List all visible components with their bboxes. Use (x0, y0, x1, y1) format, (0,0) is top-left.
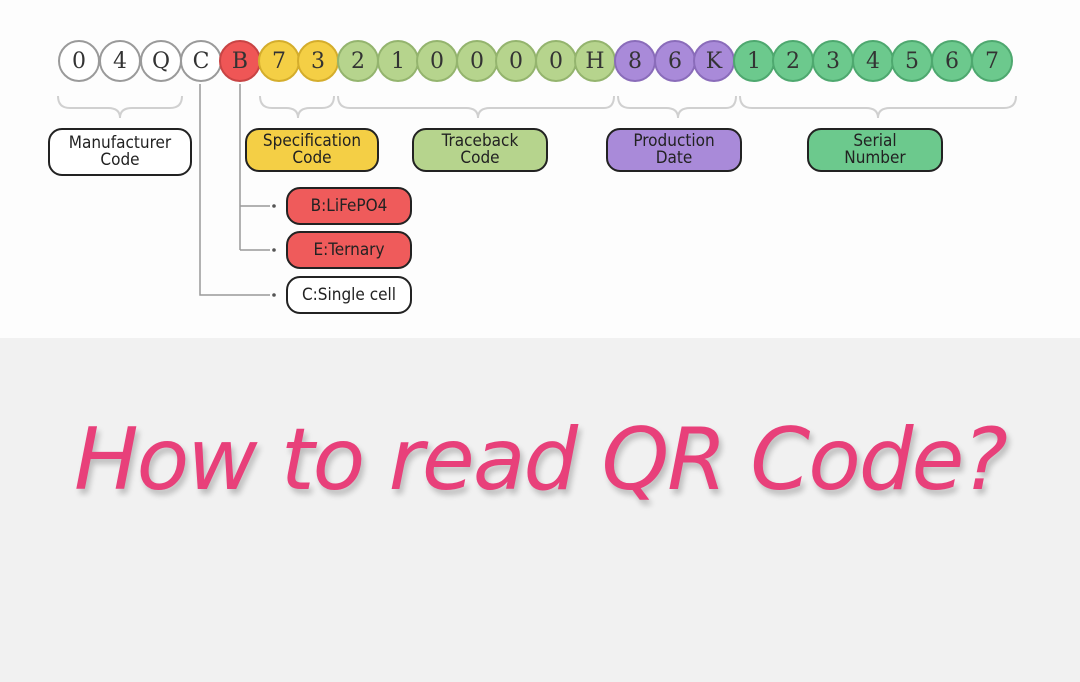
code-char-15: 8 (614, 40, 656, 82)
code-char-13: 0 (535, 40, 577, 82)
code-char-8: 2 (337, 40, 379, 82)
code-char-3: Q (140, 40, 182, 82)
code-char-2: 4 (99, 40, 141, 82)
code-char-10: 0 (416, 40, 458, 82)
code-char-24: 7 (971, 40, 1013, 82)
qr-code-diagram: 0 4 Q C B 7 3 2 1 0 0 0 0 H 8 6 K 1 2 3 … (0, 0, 1080, 338)
headline: How to read QR Code? (73, 410, 1008, 510)
serial-brace (739, 95, 1017, 119)
code-char-5: B (219, 40, 261, 82)
code-char-19: 2 (772, 40, 814, 82)
code-char-16: 6 (654, 40, 696, 82)
option-ternary: E:Ternary (286, 231, 412, 269)
code-char-21: 4 (852, 40, 894, 82)
code-char-20: 3 (812, 40, 854, 82)
code-char-12: 0 (495, 40, 537, 82)
c-connector (199, 84, 270, 296)
code-char-4: C (180, 40, 222, 82)
code-char-22: 5 (891, 40, 933, 82)
production-date-label: Production Date (606, 128, 742, 172)
code-char-11: 0 (456, 40, 498, 82)
option-lifepo4: B:LiFePO4 (286, 187, 412, 225)
connector-lines (57, 84, 1017, 297)
specification-brace (259, 95, 335, 119)
manufacturer-code-label: Manufacturer Code (48, 128, 192, 176)
code-char-6: 7 (258, 40, 300, 82)
code-char-9: 1 (377, 40, 419, 82)
code-char-1: 0 (58, 40, 100, 82)
serial-number-label: Serial Number (807, 128, 943, 172)
code-char-17: K (693, 40, 735, 82)
option-single-cell: C:Single cell (286, 276, 412, 314)
production-brace (617, 95, 737, 119)
code-char-23: 6 (931, 40, 973, 82)
specification-code-label: Specification Code (245, 128, 379, 172)
traceback-brace (337, 95, 615, 119)
code-char-18: 1 (733, 40, 775, 82)
traceback-code-label: Traceback Code (412, 128, 548, 172)
code-char-7: 3 (297, 40, 339, 82)
code-char-14: H (574, 40, 616, 82)
manufacturer-brace (57, 95, 183, 119)
